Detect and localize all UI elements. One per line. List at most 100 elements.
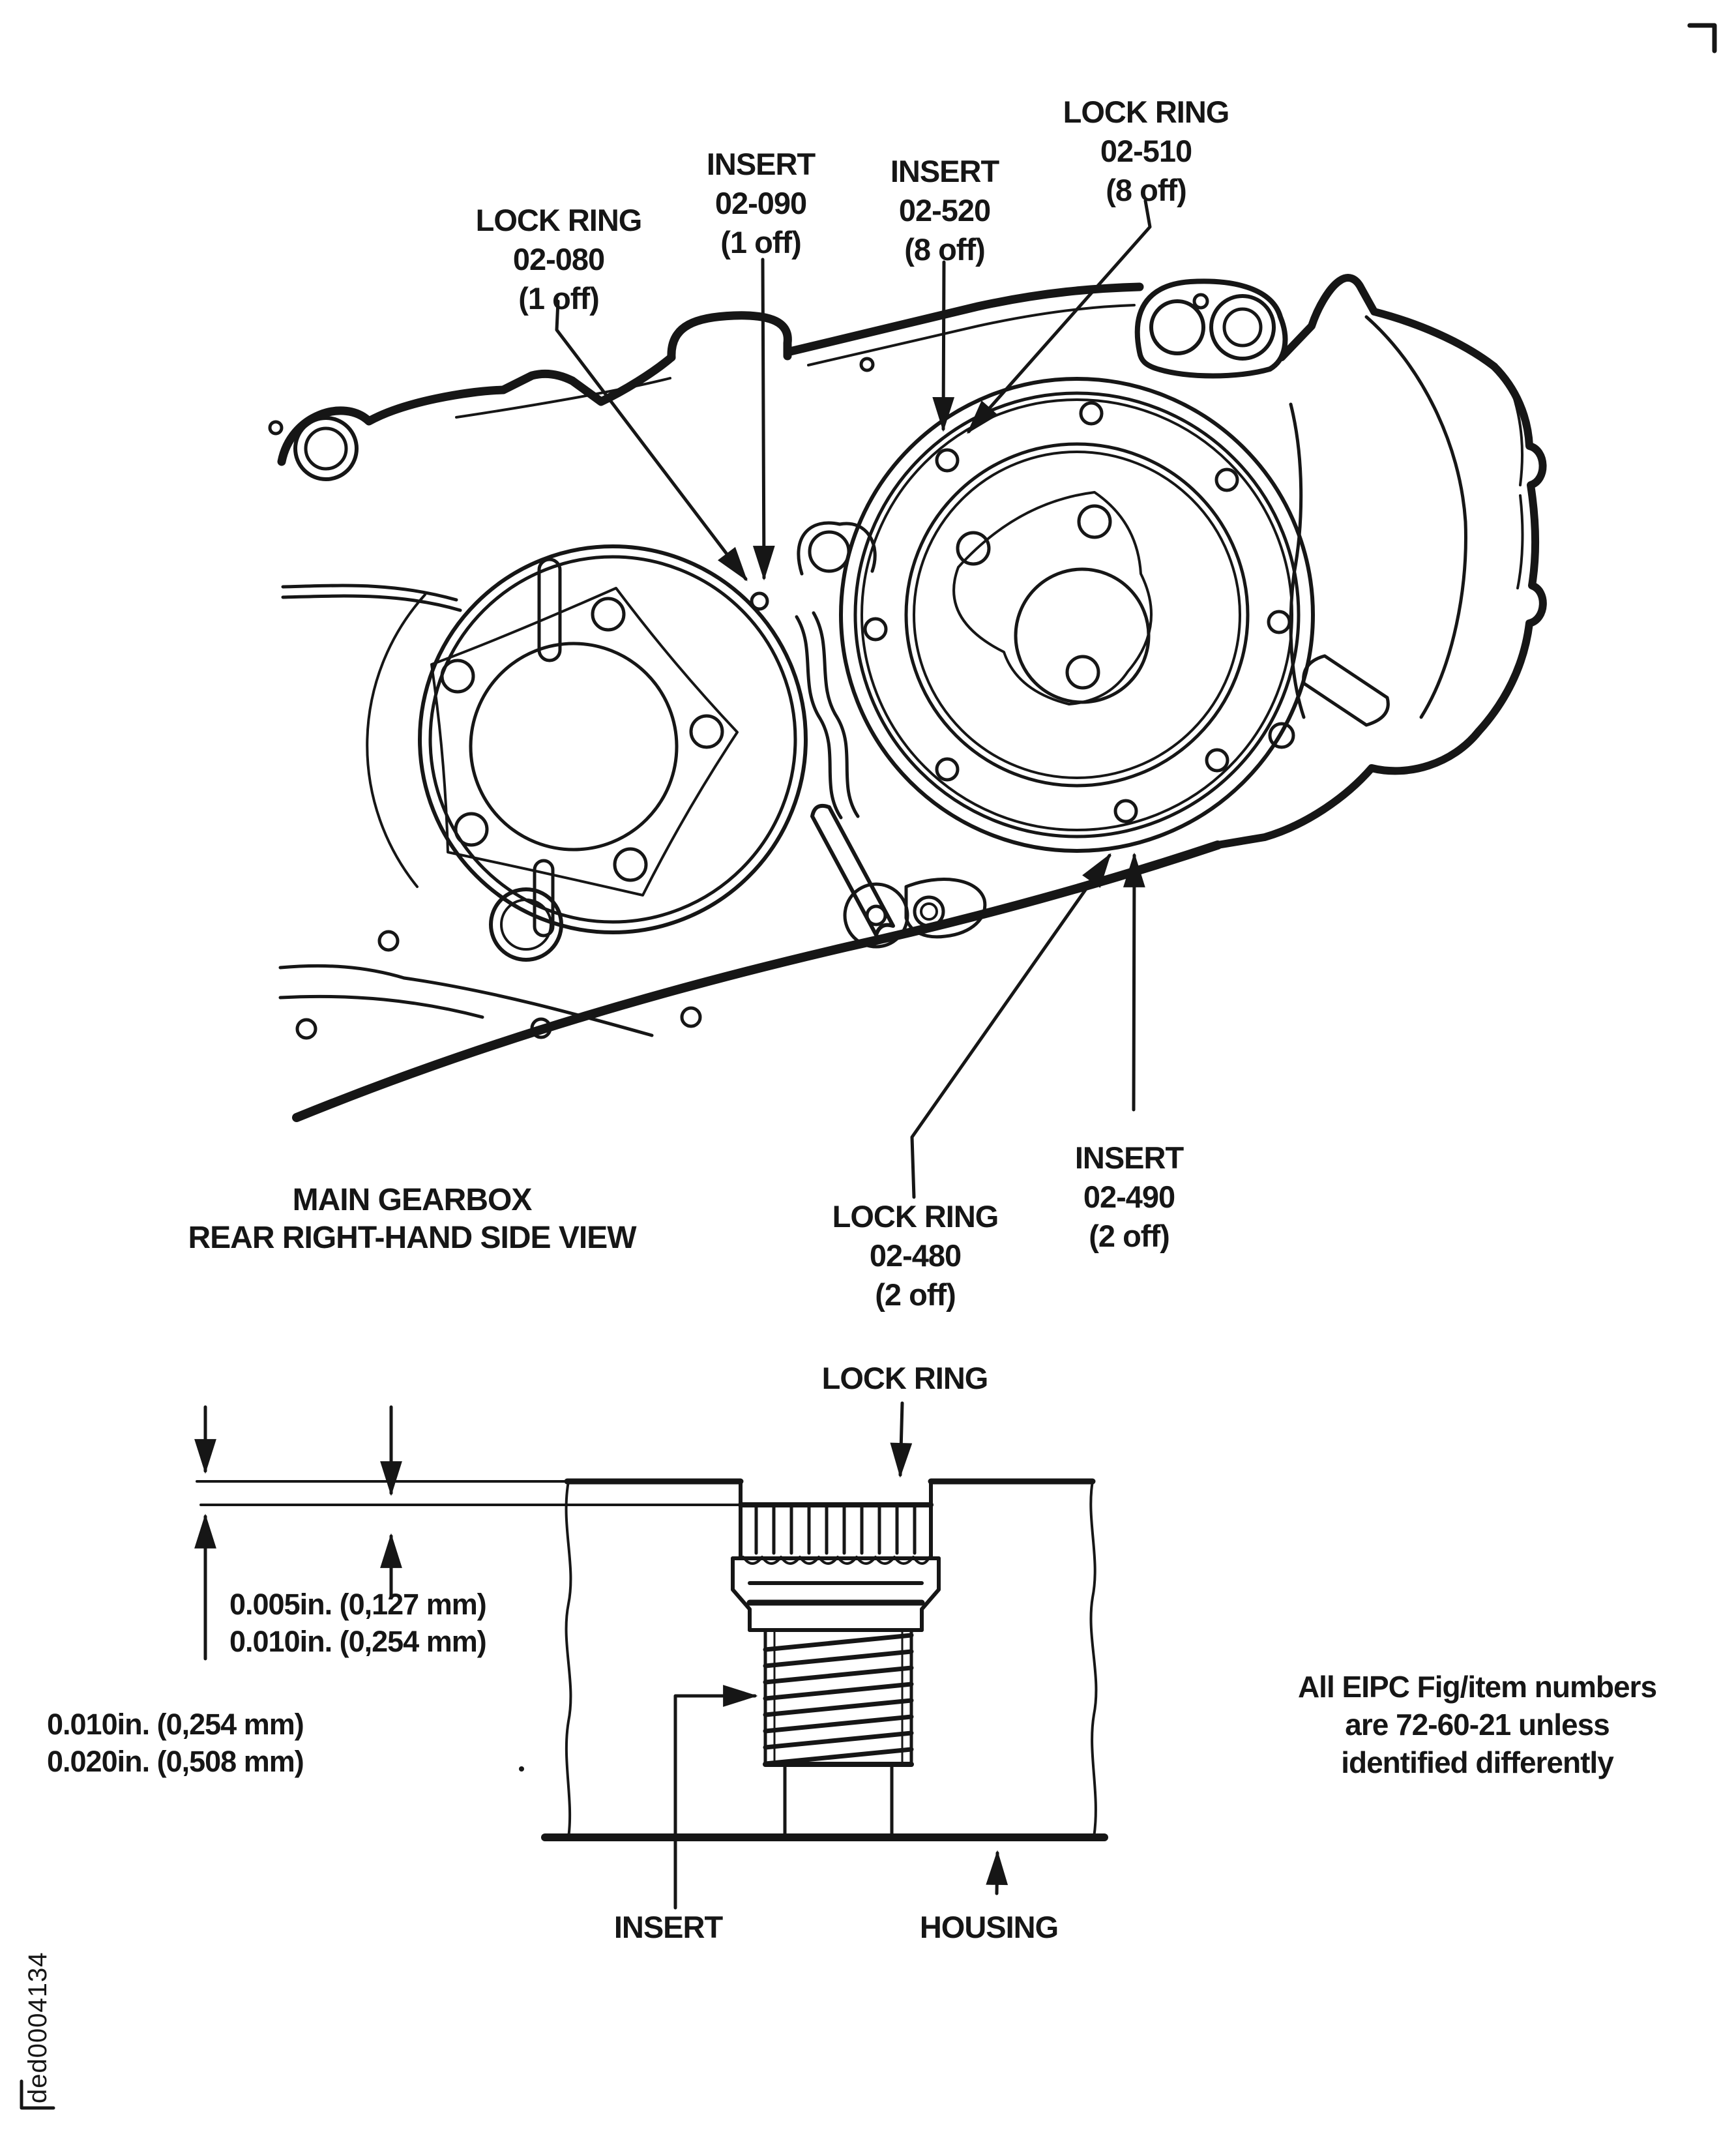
serration-sides [739,1503,933,1560]
leader-insert-02-520 [932,260,955,432]
seam [281,584,458,602]
left-bore [469,642,679,852]
dim-line: 0.020in. (0,508 mm) [47,1745,304,1778]
callout-line: 02-490 [1083,1179,1175,1214]
boss-handle [1302,654,1390,727]
callout-line: INSERT [1074,1140,1184,1175]
collar-left [731,1556,752,1632]
bore-circle [1014,567,1151,704]
left-flange [366,544,808,938]
callout-line: 02-510 [1100,134,1192,168]
dome-outline [1475,363,1547,735]
callout-lock-ring-02-510: LOCK RING 02-510 (8 off) [1063,93,1230,210]
left-flange-plate [430,587,739,897]
thread-hatch [763,1633,914,1766]
callout-line: LOCK RING [832,1199,999,1234]
right-dome [1268,315,1467,749]
seam [281,594,462,612]
flange-hole [295,1018,317,1040]
note-line: identified differently [1341,1745,1614,1779]
noise-dot [519,1766,524,1772]
dimension-lower: 0.010in. (0,254 mm) 0.020in. (0,508 mm) [47,1706,304,1780]
flange-hole [530,1017,552,1039]
right-bore [904,442,1250,788]
top-slot [537,557,562,662]
section-leaders [673,1401,1008,1910]
bottom-right-edge [1214,728,1482,849]
callout-insert-02-090: INSERT 02-090 (1 off) [706,145,816,262]
callout-leaders [555,199,1152,1199]
note-line: are 72-60-21 unless [1345,1708,1610,1742]
leader-lock-ring-02-080 [555,299,748,582]
top-right-plate [1134,278,1288,379]
plate-hole [1065,655,1100,690]
plate-hole [1149,299,1205,355]
section-lock-ring-label: LOCK RING [821,1361,989,1395]
callout-line: (1 off) [720,225,802,260]
bottom-slot [533,859,555,938]
callout-insert-02-490: INSERT 02-490 (2 off) [1074,1138,1184,1256]
bolt-hole [613,847,648,882]
small-boss [1268,722,1295,749]
callout-line: (1 off) [518,281,600,316]
break-line-left [565,1480,572,1839]
leader-lock-ring-02-480 [910,853,1111,1199]
serration-ribs [754,1506,917,1555]
collar-right [920,1556,941,1632]
callout-line: (8 off) [1106,173,1187,207]
peak [1278,274,1498,370]
right-flange [839,377,1315,853]
ring-hole [1267,610,1291,634]
insert-hole-top [935,448,960,473]
callout-line: 02-480 [869,1238,962,1273]
corner-mark-bottom-left [20,2079,55,2110]
corner-mark-top-right [1687,23,1717,53]
seam [278,964,406,980]
ring-hole [935,757,960,782]
callout-line: LOCK RING [475,203,643,237]
plate-hole [956,531,991,566]
target-hole-top [750,591,769,611]
casing-outline [277,274,1547,1122]
plate-boss [1209,294,1276,361]
top-lug [667,311,792,362]
callout-lock-ring-02-080: LOCK RING 02-080 (1 off) [475,201,643,318]
small-hole [1192,293,1209,310]
plate-hole [1077,504,1112,539]
gearbox-drawing [268,274,1547,1122]
callout-line: (8 off) [904,232,986,267]
tiny-hole [268,420,284,436]
bolt-hole [689,714,724,749]
wall-lines [455,304,1524,589]
recess-walls [739,1479,933,1507]
shank-walls [783,1762,894,1837]
note-line: All EIPC Fig/item numbers [1297,1670,1657,1704]
seam [402,976,654,1037]
dim-line: 0.010in. (0,254 mm) [47,1708,304,1741]
eipc-note: All EIPC Fig/item numbers are 72-60-21 u… [1297,1668,1657,1781]
section-housing-label: HOUSING [919,1910,1059,1944]
dim-line: 0.010in. (0,254 mm) [229,1625,487,1658]
top-edge-right [783,282,1144,357]
callout-lock-ring-02-480: LOCK RING 02-480 (2 off) [832,1197,999,1314]
lug-bracket [797,521,877,576]
ring-hole [1079,401,1104,426]
seam [278,994,484,1019]
view-title-line1: MAIN GEARBOX [292,1183,533,1217]
dim-line: 0.005in. (0,127 mm) [229,1588,487,1621]
flange-hole [680,1006,702,1028]
top-edge [277,353,676,466]
callout-line: INSERT [706,147,816,181]
echo-arc [366,593,426,888]
dimension-upper: 0.005in. (0,127 mm) 0.010in. (0,254 mm) [229,1586,487,1660]
callout-line: 02-080 [512,242,605,276]
dimension-arrows [194,1405,402,1661]
push-rod [810,803,895,937]
left-end-details [268,416,702,1040]
web [795,615,843,820]
ring-hole [1205,748,1229,773]
lever [904,878,987,939]
insert-section [731,1502,941,1837]
